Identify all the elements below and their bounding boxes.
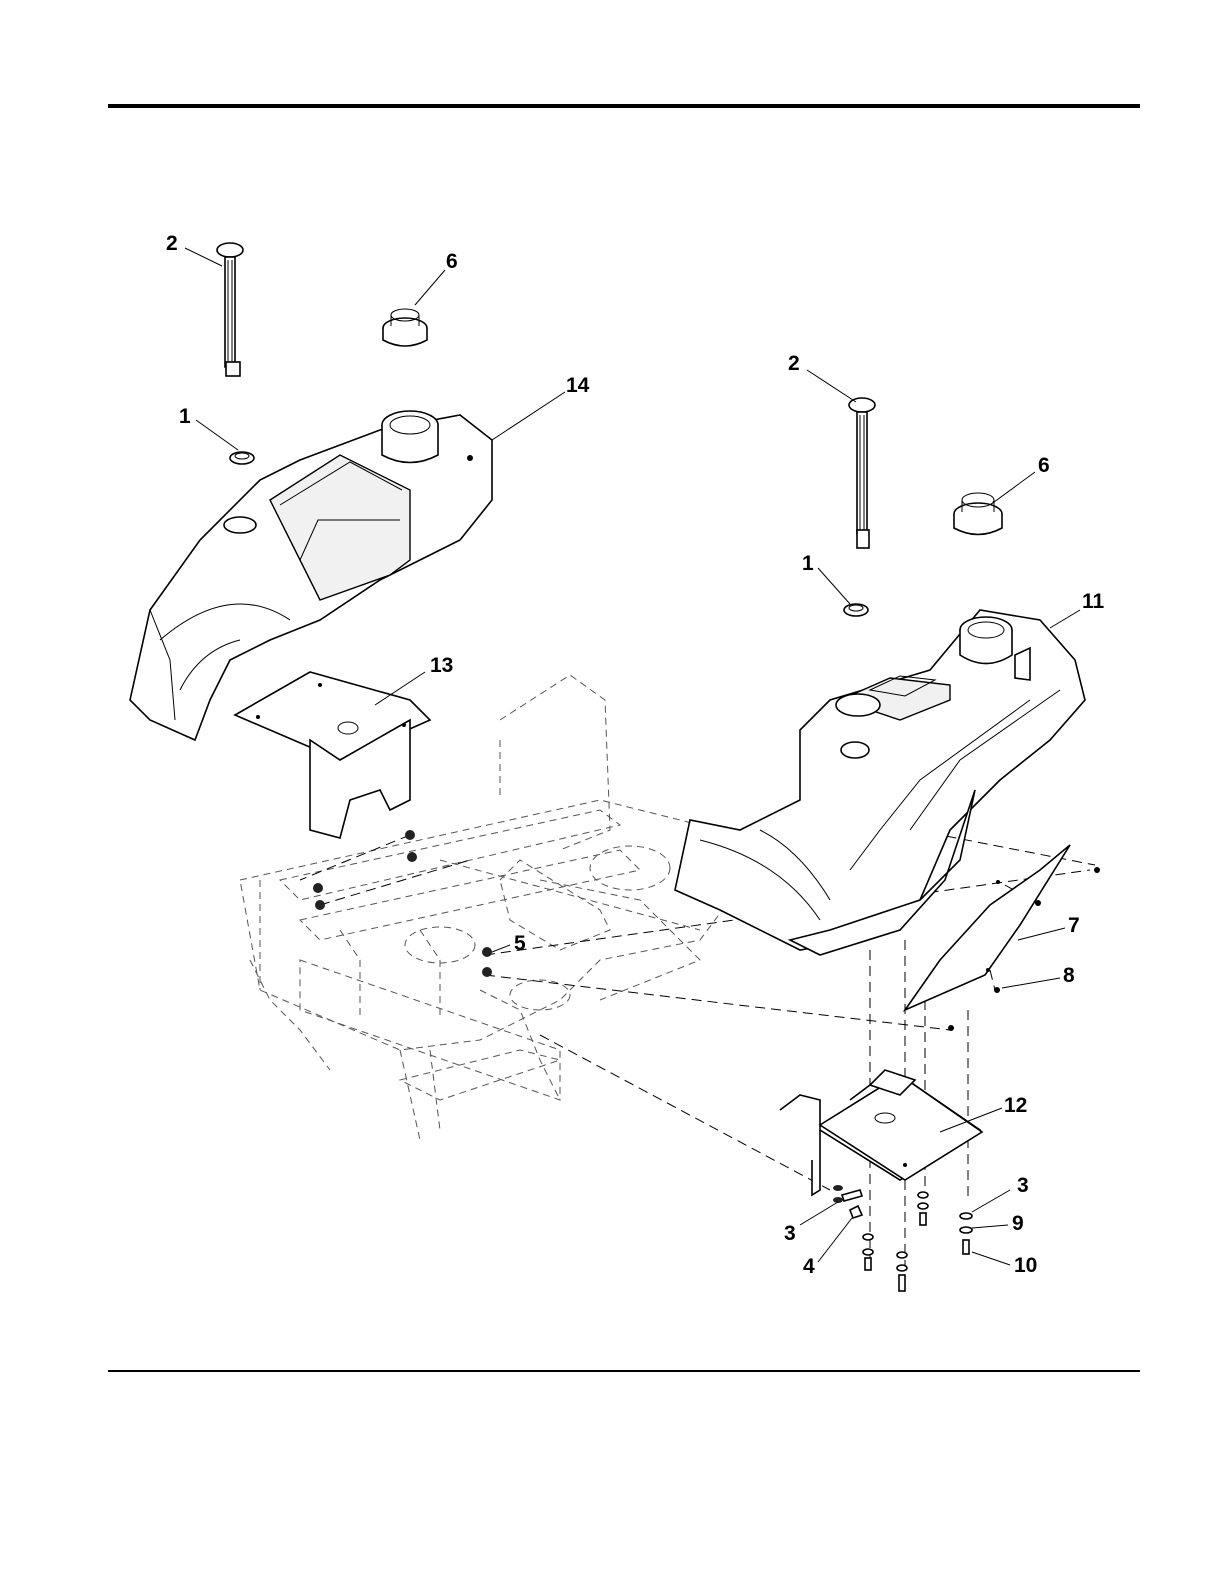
bottom-hardware: [833, 1185, 972, 1291]
callout-7: 7: [1068, 914, 1080, 937]
callout-3-left: 3: [784, 1222, 796, 1245]
callout-2-right: 2: [788, 352, 800, 375]
callout-14: 14: [566, 374, 590, 397]
callout-1-right: 1: [802, 552, 814, 575]
right-grommet: [844, 604, 868, 616]
right-sender-tube: [849, 398, 875, 548]
callout-1-left: 1: [179, 405, 191, 428]
callout-8: 8: [1063, 964, 1075, 987]
left-grommet: [230, 452, 254, 464]
callout-12: 12: [1004, 1094, 1027, 1117]
callout-5: 5: [514, 932, 526, 955]
callout-10: 10: [1014, 1254, 1037, 1277]
nuts: [313, 830, 492, 977]
callout-6-right: 6: [1038, 454, 1050, 477]
left-fuel-cap: [383, 309, 427, 346]
callout-3-right: 3: [1017, 1174, 1029, 1197]
callout-2-left: 2: [166, 232, 178, 255]
right-fuel-cap: [954, 493, 1002, 535]
callout-9: 9: [1012, 1212, 1024, 1235]
callout-4: 4: [803, 1255, 815, 1278]
right-plate: [780, 1070, 982, 1195]
left-bracket: [235, 672, 430, 838]
callout-11: 11: [1082, 590, 1105, 613]
left-sender-tube: [217, 243, 243, 376]
callout-6-left: 6: [446, 250, 458, 273]
callout-13: 13: [430, 654, 453, 677]
